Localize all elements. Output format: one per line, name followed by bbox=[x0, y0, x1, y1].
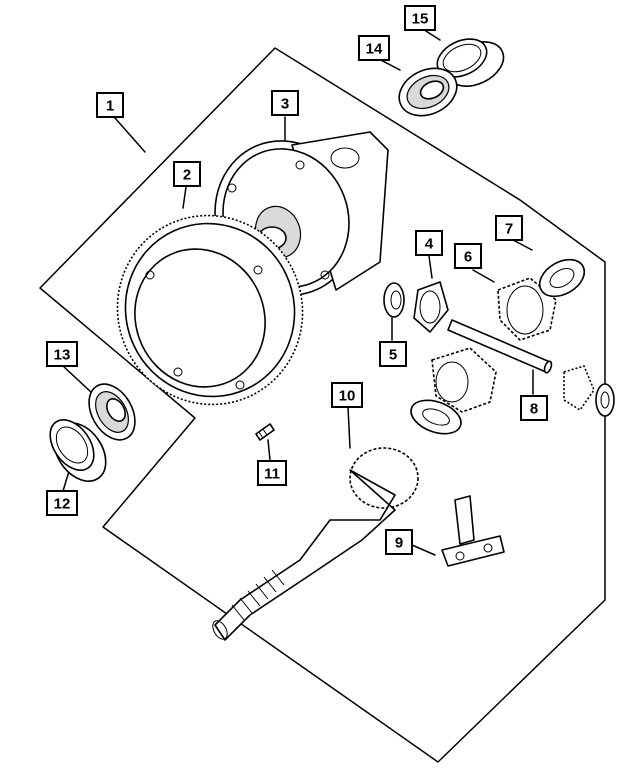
callout-15: 15 bbox=[404, 5, 436, 31]
ring-gear-2 bbox=[116, 214, 304, 406]
side-gear-6 bbox=[497, 277, 557, 341]
output-pinion-shaft-10 bbox=[212, 447, 419, 641]
callout-14: 14 bbox=[358, 35, 390, 61]
pinion-shaft-8 bbox=[447, 319, 553, 374]
thrust-washer-lower bbox=[410, 399, 462, 435]
callout-1-label: 1 bbox=[106, 98, 114, 115]
callout-12-label: 12 bbox=[54, 496, 71, 513]
callout-11-label: 11 bbox=[264, 466, 280, 483]
bearing-cup-15 bbox=[436, 38, 505, 87]
callout-9-label: 9 bbox=[395, 535, 403, 552]
callout-13: 13 bbox=[46, 341, 78, 367]
callout-9: 9 bbox=[385, 529, 413, 555]
callout-4-label: 4 bbox=[425, 236, 434, 253]
callout-8: 8 bbox=[520, 395, 548, 421]
callout-10-label: 10 bbox=[339, 388, 356, 405]
callout-12: 12 bbox=[46, 490, 78, 516]
callout-7-label: 7 bbox=[505, 221, 513, 238]
callout-6: 6 bbox=[454, 243, 482, 269]
callout-13-label: 13 bbox=[54, 347, 71, 364]
callout-5: 5 bbox=[379, 341, 407, 367]
thrust-washer-7 bbox=[538, 258, 586, 298]
callout-10: 10 bbox=[331, 382, 363, 408]
callout-15-label: 15 bbox=[412, 11, 429, 28]
pinion-gear-4 bbox=[413, 281, 449, 333]
bearing-cup-12 bbox=[49, 419, 107, 482]
side-gear-lower bbox=[431, 347, 497, 413]
callout-5-label: 5 bbox=[389, 347, 397, 364]
assembly-boundary bbox=[39, 47, 606, 763]
callout-2: 2 bbox=[173, 161, 201, 187]
bearing-13 bbox=[88, 383, 136, 441]
thrust-washer-5 bbox=[383, 282, 405, 318]
callout-4: 4 bbox=[415, 230, 443, 256]
callout-7: 7 bbox=[495, 215, 523, 241]
callout-3: 3 bbox=[271, 90, 299, 116]
callout-8-label: 8 bbox=[530, 401, 538, 418]
callout-1: 1 bbox=[96, 92, 124, 118]
callout-11: 11 bbox=[257, 460, 287, 486]
callout-14-label: 14 bbox=[366, 41, 383, 58]
tapered-bearing-14 bbox=[398, 67, 458, 117]
callout-6-label: 6 bbox=[464, 249, 472, 266]
callout-3-label: 3 bbox=[281, 96, 289, 113]
bracket-9 bbox=[441, 495, 505, 567]
callout-2-label: 2 bbox=[183, 167, 191, 184]
pinion-gear-right bbox=[563, 365, 615, 417]
screw-11 bbox=[255, 423, 275, 441]
